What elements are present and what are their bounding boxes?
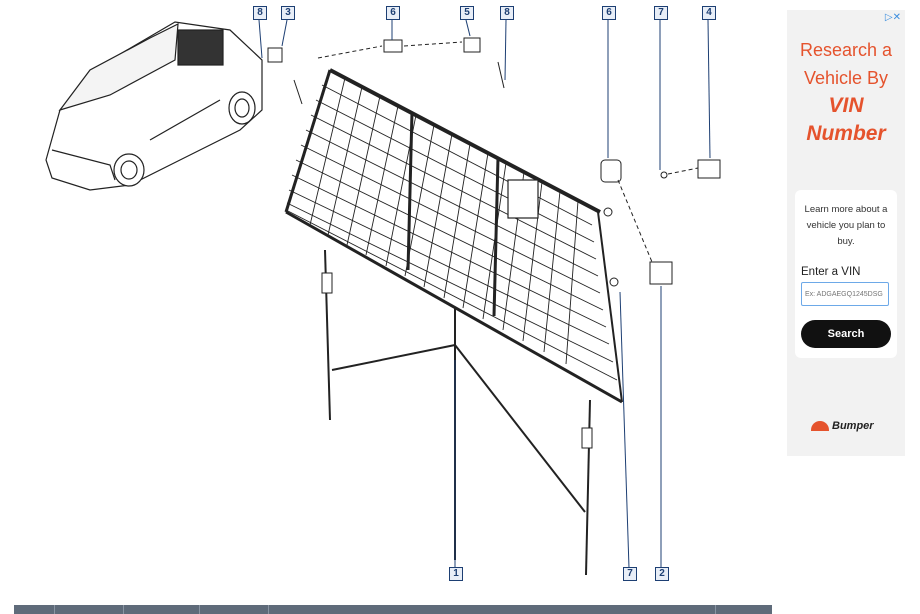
diagram-drawing (45, 19, 721, 576)
callout-4: 4 (702, 6, 716, 20)
callout-6: 6 (386, 6, 400, 20)
vin-label: Enter a VIN (801, 266, 861, 278)
ad-headline-line: Research a (799, 40, 893, 60)
table-header-cell (200, 605, 269, 614)
callout-1: 1 (449, 567, 463, 581)
table-header-cell (716, 605, 772, 614)
ad-headline-line: Vehicle By (803, 68, 889, 88)
callout-7: 7 (654, 6, 668, 20)
brand-name: Bumper (832, 420, 874, 432)
table-header-cell (124, 605, 200, 614)
vin-input[interactable] (801, 282, 889, 306)
callout-8: 8 (500, 6, 514, 20)
ad-description: Learn more about a vehicle you plan to b… (804, 204, 888, 247)
ad-headline-emphasis: Number (806, 122, 886, 145)
callout-7: 7 (623, 567, 637, 581)
table-header-cell (269, 605, 717, 614)
parts-diagram: 8 3 6 5 8 6 7 4 1 7 2 (45, 6, 721, 581)
search-button[interactable]: Search (801, 320, 891, 348)
car-illustration (45, 21, 263, 191)
bumper-logo[interactable]: Bumper (811, 420, 874, 432)
ad-vin-form: Learn more about a vehicle you plan to b… (795, 190, 897, 358)
vin-search-ad[interactable]: ▷✕ Research a Vehicle By VIN Number Lear… (787, 10, 905, 456)
bumper-logo-icon (811, 421, 829, 432)
ad-headline[interactable]: Research a Vehicle By VIN Number (787, 36, 905, 148)
callout-leaders (258, 19, 711, 569)
callout-5: 5 (460, 6, 474, 20)
hardware-parts (267, 37, 721, 287)
dashed-assembly-lines (317, 41, 699, 263)
callout-6: 6 (602, 6, 616, 20)
table-header-cell (14, 605, 55, 614)
parts-table-header (14, 605, 772, 614)
callout-8: 8 (253, 6, 267, 20)
callout-2: 2 (655, 567, 669, 581)
table-header-cell (55, 605, 124, 614)
ad-headline-emphasis: VIN (828, 94, 864, 117)
callout-3: 3 (281, 6, 295, 20)
cargo-net (284, 68, 623, 576)
ad-choices-icon[interactable]: ▷✕ (884, 12, 901, 23)
